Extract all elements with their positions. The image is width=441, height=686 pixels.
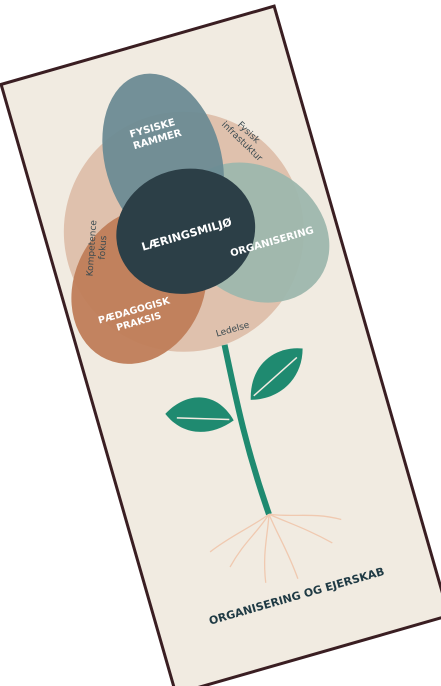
label-kompetence-line1: Kompetence (86, 219, 100, 276)
root-4 (268, 513, 333, 544)
root-1 (229, 513, 270, 568)
leaf-right-vein (253, 356, 298, 397)
roots (209, 513, 342, 583)
plant-stem (221, 344, 272, 516)
poster-frame (0, 4, 441, 686)
label-kompetence-fokus: Kompetence fokus (86, 217, 111, 277)
root-3 (268, 513, 299, 579)
root-5 (268, 513, 342, 521)
leaf-left-vein (176, 417, 230, 421)
circle-laeringsmiljo (116, 168, 256, 294)
leaf-left (165, 397, 234, 432)
label-kompetence-line2: fokus (98, 235, 110, 260)
root-6 (209, 513, 270, 553)
root-2 (263, 514, 270, 583)
